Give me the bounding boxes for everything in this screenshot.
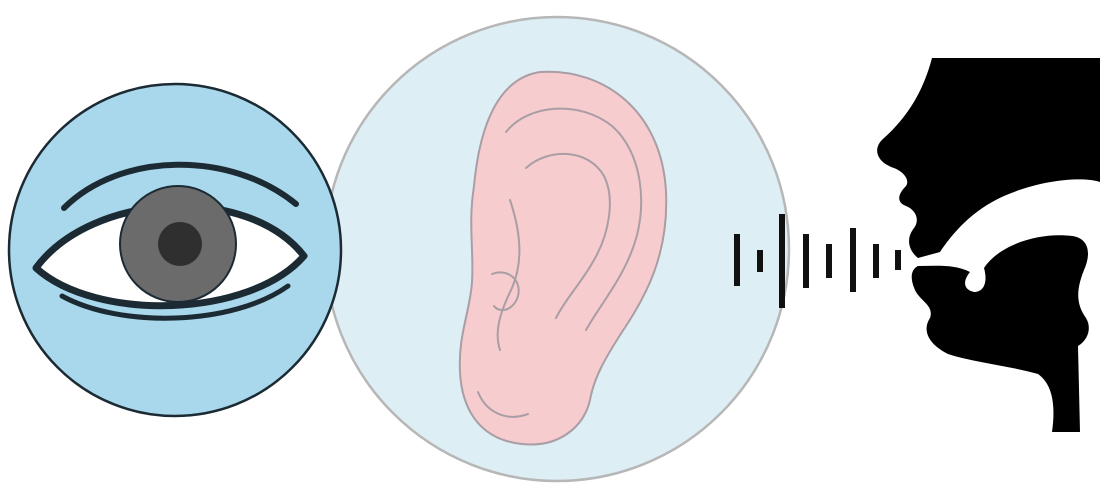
speaking-head-icon [877,58,1100,432]
ear-panel [325,17,789,481]
eye-panel [9,84,341,416]
head-lower-silhouette [912,235,1089,432]
eye-pupil [158,222,202,266]
head-upper-silhouette [877,58,1100,258]
